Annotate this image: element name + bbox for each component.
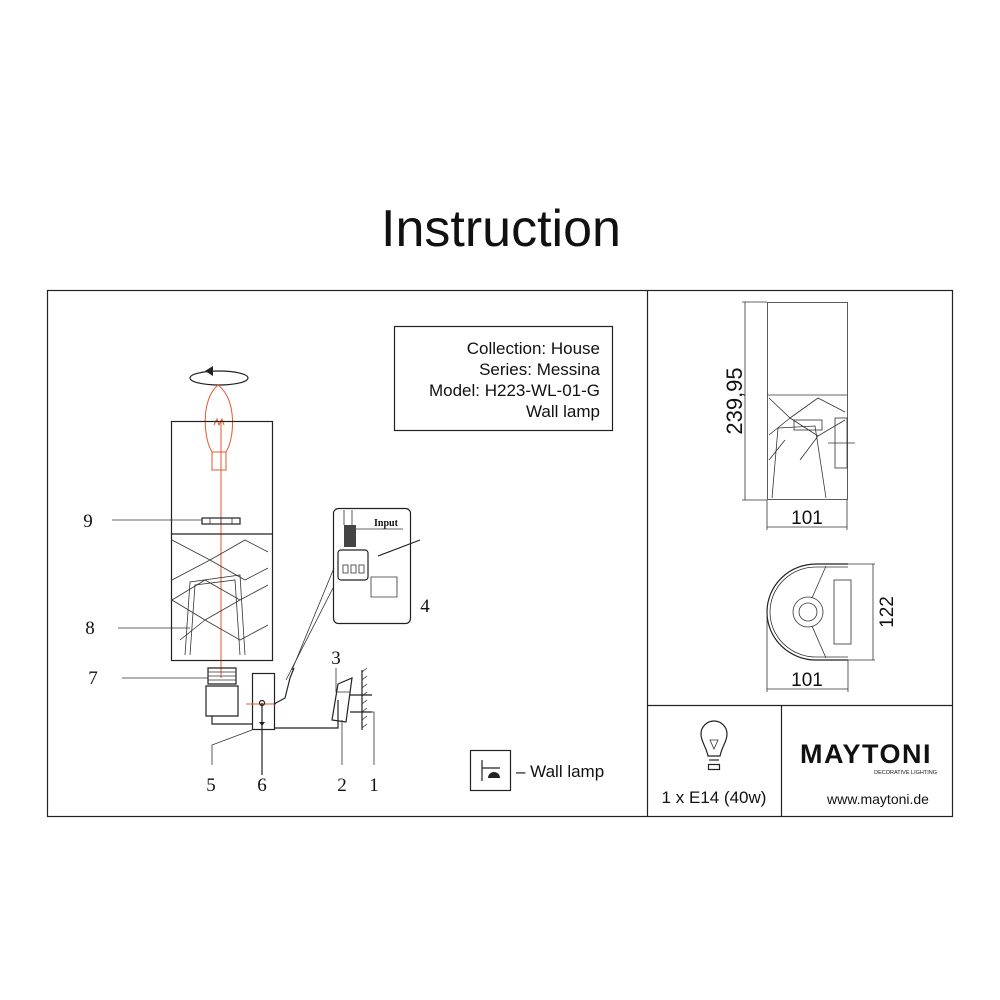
callout-9: 9: [83, 511, 93, 532]
front-view-drawing: 239,95 101: [722, 301, 855, 530]
bulb-spec-text: 1 x E14 (40w): [662, 788, 767, 807]
inset-input-label: Input: [374, 518, 399, 529]
front-width-dimension: 101: [791, 508, 823, 529]
callout-4: 4: [420, 596, 430, 617]
callout-3: 3: [331, 648, 341, 669]
bulb-spec: 1 x E14 (40w): [662, 720, 767, 807]
callout-8: 8: [85, 618, 95, 639]
wall-lamp-legend: – Wall lamp: [469, 749, 604, 792]
callout-2: 2: [337, 775, 347, 796]
page-title: Instruction: [381, 200, 621, 258]
top-width-dimension: 101: [791, 670, 823, 691]
type-text: Wall lamp: [526, 402, 600, 421]
legend-text: – Wall lamp: [516, 762, 604, 781]
frame: [46, 289, 954, 818]
brand-tagline: DECORATIVE LIGHTING: [874, 770, 937, 776]
callout-6: 6: [257, 775, 267, 796]
brand-block: MAYTONI DECORATIVE LIGHTING www.maytoni.…: [800, 739, 937, 807]
callout-7: 7: [88, 668, 98, 689]
top-view-drawing: 122 101: [766, 563, 898, 692]
collection-text: Collection: House: [467, 339, 600, 358]
depth-dimension: 122: [877, 596, 898, 628]
assembly-drawing: Input 9 8 7 5 6 2 1 3 4: [83, 366, 430, 796]
bulb-drawing: [204, 384, 234, 678]
product-info-box: Collection: House Series: Messina Model:…: [393, 325, 614, 432]
maytoni-logo: MAYTONI: [800, 739, 932, 769]
height-dimension: 239,95: [722, 367, 747, 434]
website-link[interactable]: www.maytoni.de: [826, 791, 929, 807]
wall-lamp-symbol-icon: [481, 760, 500, 781]
model-text: Model: H223-WL-01-G: [429, 381, 600, 400]
rotate-arrow-icon: [189, 370, 249, 386]
light-bulb-icon: [700, 720, 728, 771]
series-text: Series: Messina: [479, 360, 600, 379]
callout-5: 5: [206, 775, 216, 796]
callout-1: 1: [369, 775, 379, 796]
